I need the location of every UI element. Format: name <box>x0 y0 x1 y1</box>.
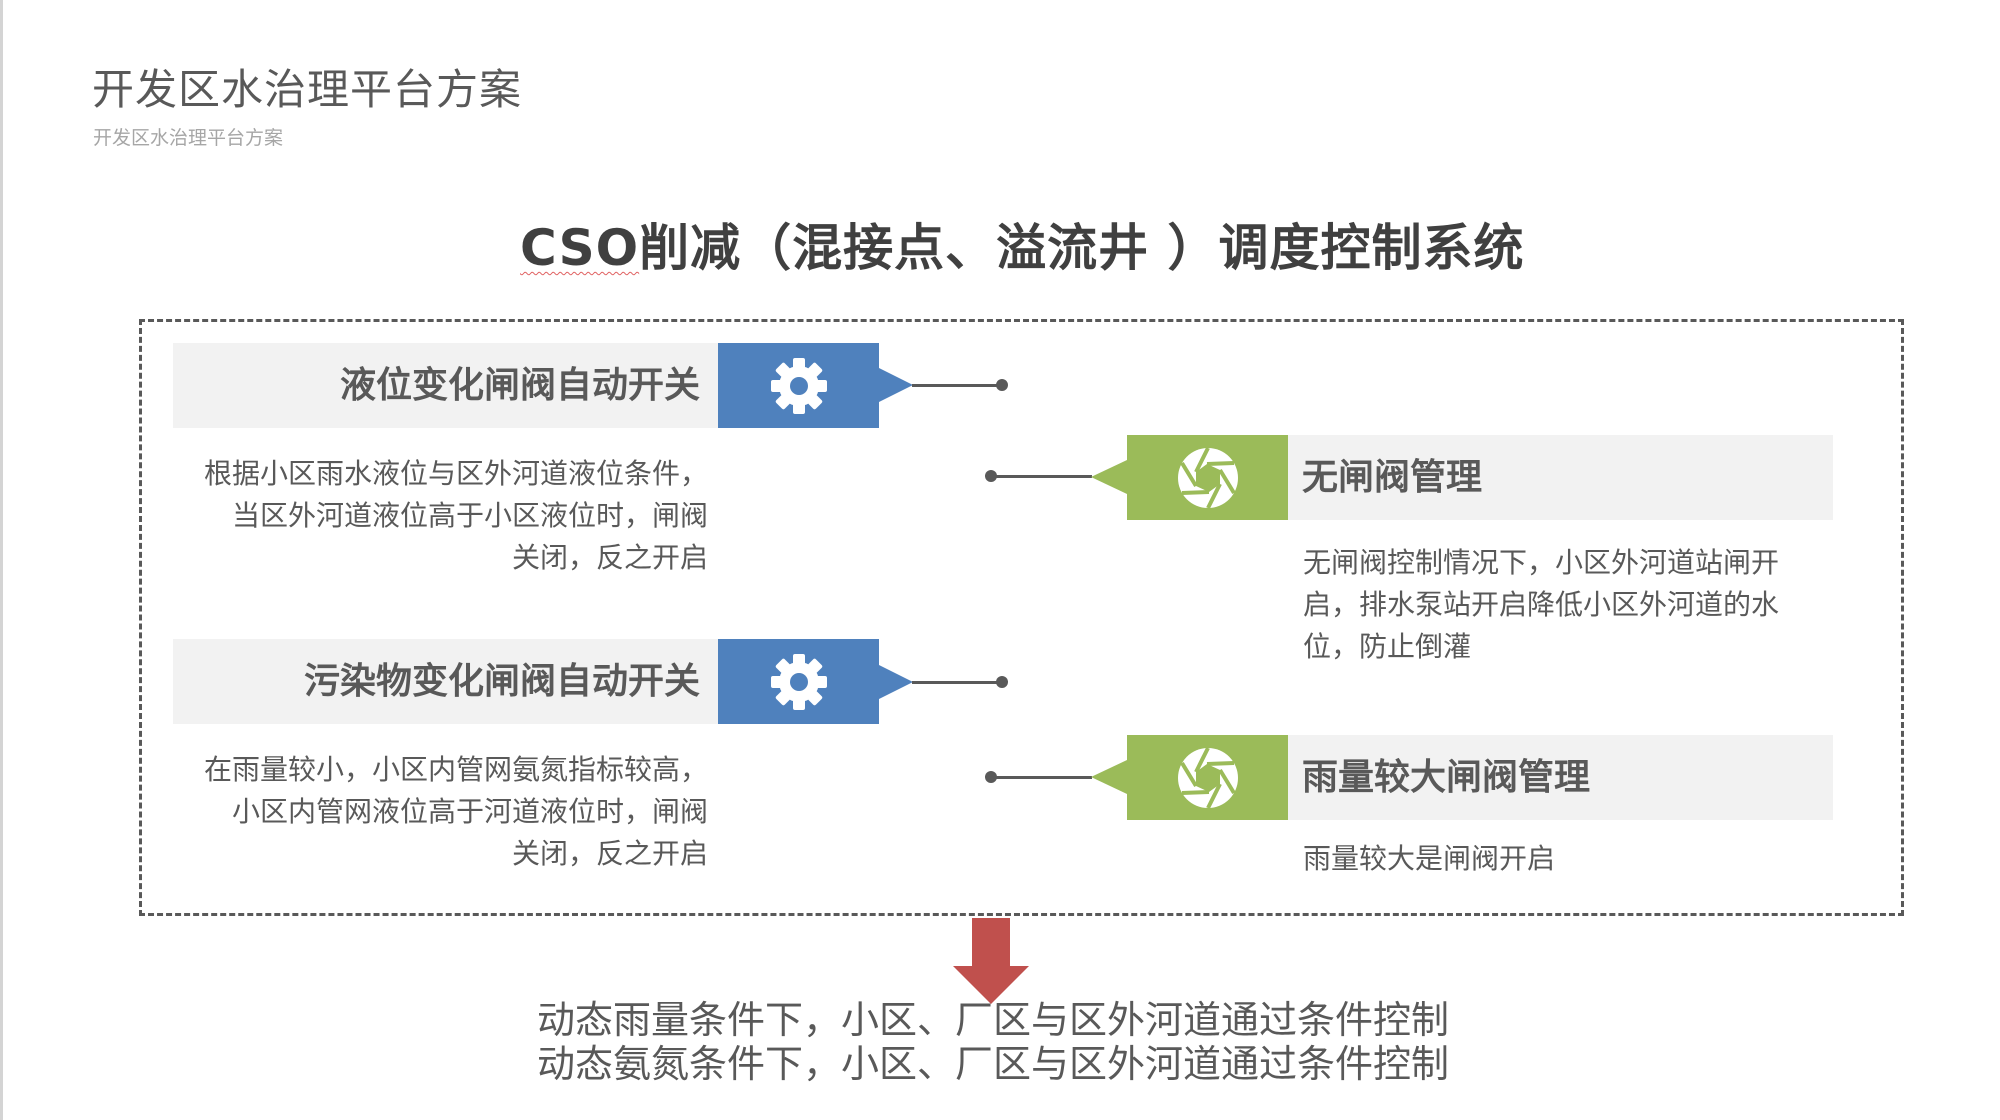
description-line: 当区外河道液位高于小区液位时，闸阀 <box>231 499 708 532</box>
gear-icon <box>770 653 827 710</box>
left-block-1-description: 根据小区雨水液位与区外河道液位条件， 当区外河道液位高于小区液位时，闸阀 关闭，… <box>148 453 708 579</box>
aperture-icon <box>1177 746 1238 809</box>
right-block-2-description: 雨量较大是闸阀开启 <box>1303 838 1843 880</box>
down-arrow-shaft <box>972 918 1010 967</box>
left-block-2-pointer <box>879 665 913 699</box>
right-block-1-description: 无闸阀控制情况下，小区外河道站闸开 启，排水泵站开启降低小区外河道的水 位，防止… <box>1303 542 1843 668</box>
page-subtitle: 开发区水治理平台方案 <box>93 127 284 149</box>
right-block-1-connector <box>991 475 1092 478</box>
down-arrow-head <box>953 966 1029 1004</box>
left-block-2-dot <box>996 676 1008 688</box>
right-block-1-bar: 无闸阀管理 <box>1288 435 1833 520</box>
left-block-2-icon-box <box>718 639 879 724</box>
conclusion-text: 动态雨量条件下，小区、厂区与区外河道通过条件控制 动态氨氮条件下，小区、厂区与区… <box>537 998 1449 1086</box>
description-line: 小区内管网液位高于河道液位时，闸阀 <box>231 795 708 828</box>
right-block-2-connector <box>991 776 1092 779</box>
gear-icon <box>770 357 827 414</box>
right-block-1-pointer <box>1091 460 1127 494</box>
left-block-1-pointer <box>879 368 913 402</box>
description-line: 位，防止倒灌 <box>1303 630 1472 663</box>
main-title: CSO削减（混接点、溢流井 ）调度控制系统 <box>520 208 1525 280</box>
description-line: 雨量较大是闸阀开启 <box>1303 842 1556 875</box>
right-block-2-icon-box <box>1127 735 1288 820</box>
left-block-1-title: 液位变化闸阀自动开关 <box>339 365 700 406</box>
left-block-2-connector <box>912 681 1000 684</box>
description-line: 无闸阀控制情况下，小区外河道站闸开 <box>1303 546 1780 579</box>
description-line: 关闭，反之开启 <box>511 541 708 574</box>
description-line: 根据小区雨水液位与区外河道液位条件， <box>203 457 708 490</box>
right-block-2-pointer <box>1091 760 1127 794</box>
aperture-icon <box>1177 446 1238 509</box>
page-title: 开发区水治理平台方案 <box>92 65 523 114</box>
conclusion-line: 动态氨氮条件下，小区、厂区与区外河道通过条件控制 <box>537 1042 1450 1086</box>
description-line: 启，排水泵站开启降低小区外河道的水 <box>1303 588 1780 621</box>
left-block-1-dot <box>996 379 1008 391</box>
right-block-2-title: 雨量较大闸阀管理 <box>1302 757 1591 798</box>
left-block-2-title: 污染物变化闸阀自动开关 <box>303 661 700 702</box>
conclusion-line: 动态雨量条件下，小区、厂区与区外河道通过条件控制 <box>537 998 1450 1042</box>
left-block-1-connector <box>912 384 1000 387</box>
left-block-1-bar: 液位变化闸阀自动开关 <box>173 343 718 428</box>
right-block-1-icon-box <box>1127 435 1288 520</box>
left-block-1-icon-box <box>718 343 879 428</box>
right-block-2-bar: 雨量较大闸阀管理 <box>1288 735 1833 820</box>
description-line: 在雨量较小，小区内管网氨氮指标较高， <box>203 753 708 786</box>
slide-left-edge <box>0 0 3 1120</box>
main-title-abbr: CSO <box>520 219 640 277</box>
right-block-1-title: 无闸阀管理 <box>1302 457 1483 498</box>
main-title-text: 削减（混接点、溢流井 ）调度控制系统 <box>639 219 1525 277</box>
description-line: 关闭，反之开启 <box>511 837 708 870</box>
left-block-2-description: 在雨量较小，小区内管网氨氮指标较高， 小区内管网液位高于河道液位时，闸阀 关闭，… <box>148 749 708 875</box>
left-block-2-bar: 污染物变化闸阀自动开关 <box>173 639 718 724</box>
content-frame <box>139 319 1904 916</box>
